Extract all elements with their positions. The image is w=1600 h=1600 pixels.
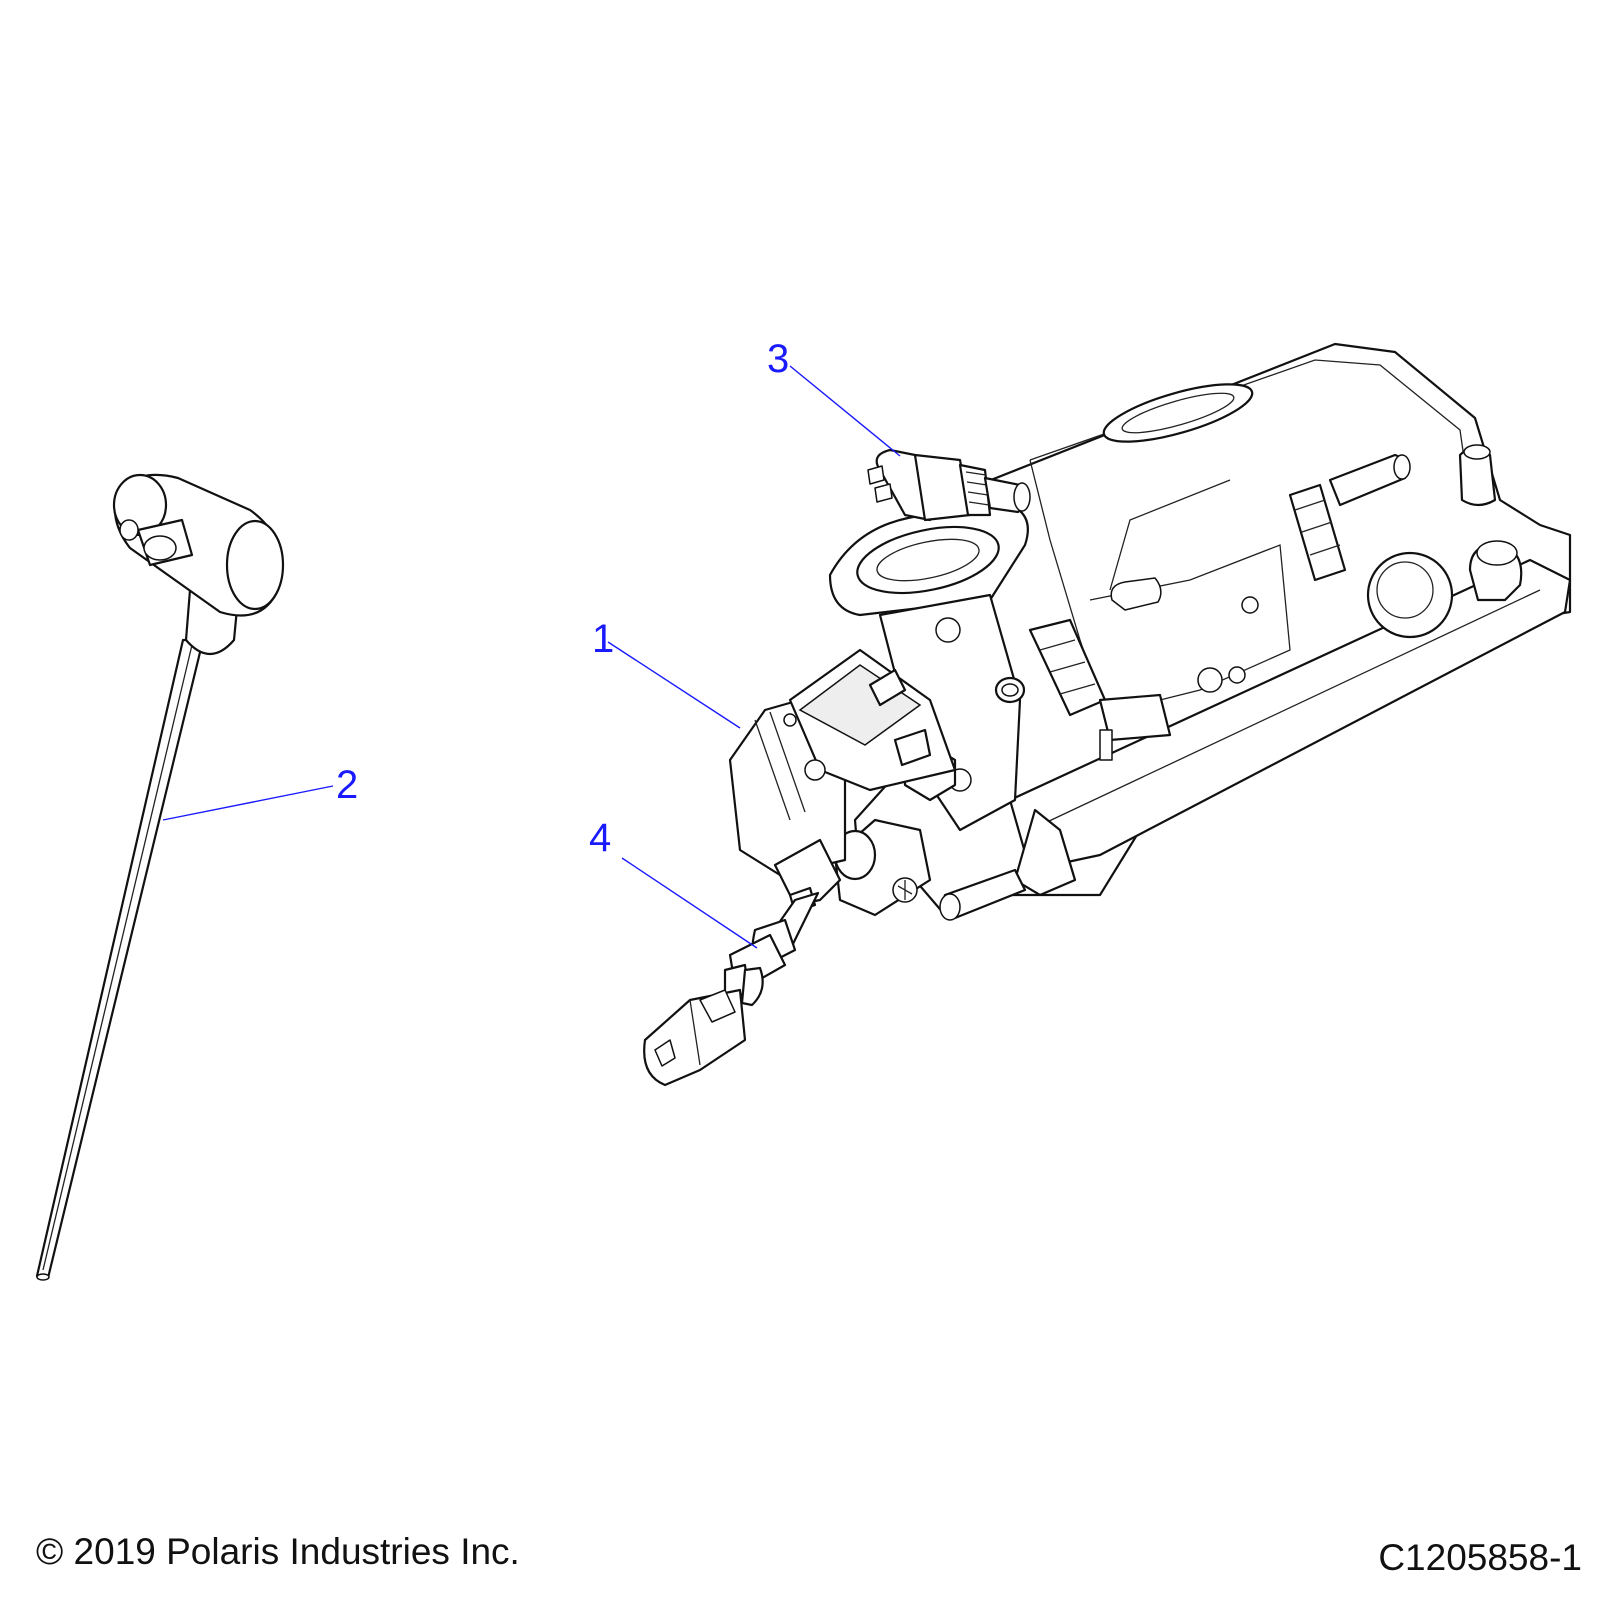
part-2-temperature-probe xyxy=(35,473,285,1281)
part-4-harness-pigtail xyxy=(643,838,842,1087)
throttle-body-assembly xyxy=(828,342,1572,921)
leader-line-4 xyxy=(621,857,758,949)
figure-id: C1205858-1 xyxy=(1378,1537,1582,1578)
leader-line-3 xyxy=(789,365,901,457)
part-1-map-sensor xyxy=(728,648,957,877)
copyright-notice: © 2019 Polaris Industries Inc. xyxy=(36,1531,520,1572)
callout-3: 3 xyxy=(767,337,789,381)
part-3-temperature-sensor xyxy=(867,448,1031,522)
leader-line-1 xyxy=(607,641,741,729)
callout-2: 2 xyxy=(336,763,358,807)
callout-1: 1 xyxy=(592,617,614,661)
callout-4: 4 xyxy=(589,816,611,860)
leader-line-2 xyxy=(162,785,334,821)
